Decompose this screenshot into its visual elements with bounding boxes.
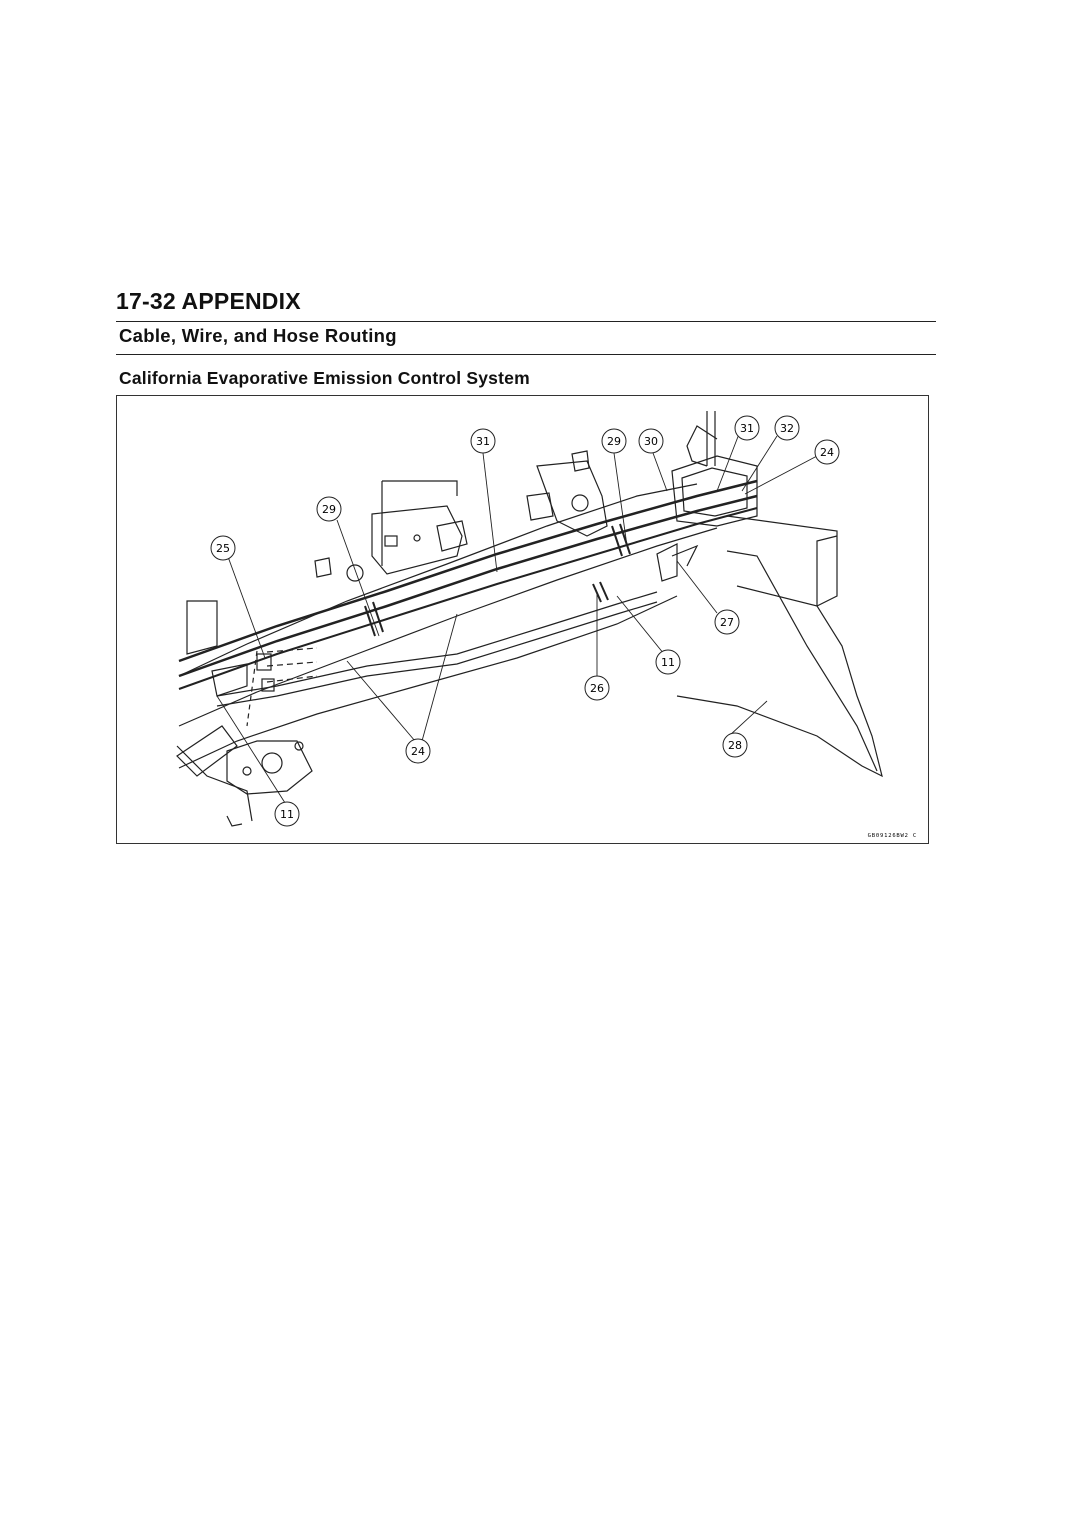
callout-26: 26 <box>584 675 610 701</box>
svg-text:29: 29 <box>322 503 336 516</box>
svg-text:26: 26 <box>590 682 604 695</box>
svg-text:32: 32 <box>780 422 794 435</box>
callout-labels: 31 29 30 31 32 24 29 25 27 11 26 24 28 1… <box>210 415 840 827</box>
callout-31-right: 31 <box>734 415 760 441</box>
callout-27: 27 <box>714 609 740 635</box>
header-rule <box>116 321 936 322</box>
routing-diagram-drawing: 31 29 30 31 32 24 29 25 27 11 26 24 28 1… <box>176 411 917 839</box>
svg-text:31: 31 <box>740 422 754 435</box>
callout-29-top: 29 <box>601 428 627 454</box>
svg-text:24: 24 <box>820 446 834 459</box>
svg-text:27: 27 <box>720 616 734 629</box>
callout-29-left: 29 <box>316 496 342 522</box>
svg-text:31: 31 <box>476 435 490 448</box>
frame-linework <box>176 411 883 827</box>
callout-24-top: 24 <box>814 439 840 465</box>
section-title: Cable, Wire, and Hose Routing <box>119 325 397 346</box>
leader-lines <box>216 433 818 807</box>
figure-title: California Evaporative Emission Control … <box>119 368 530 388</box>
svg-text:11: 11 <box>661 656 675 669</box>
callout-30: 30 <box>638 428 664 454</box>
callout-28: 28 <box>722 732 748 758</box>
callout-25: 25 <box>210 535 236 561</box>
figure-code: GB09126BW2 C <box>868 833 917 839</box>
page-title: 17-32 APPENDIX <box>116 288 301 314</box>
svg-text:25: 25 <box>216 542 230 555</box>
routing-diagram: 31 29 30 31 32 24 29 25 27 11 26 24 28 1… <box>116 395 929 844</box>
svg-text:11: 11 <box>280 808 294 821</box>
svg-text:30: 30 <box>644 435 658 448</box>
callout-11-bottom: 11 <box>274 801 300 827</box>
callout-24-bottom: 24 <box>405 738 431 764</box>
callout-11-right: 11 <box>655 649 681 675</box>
svg-text:24: 24 <box>411 745 425 758</box>
callout-31-top: 31 <box>470 428 496 454</box>
callout-32: 32 <box>774 415 800 441</box>
section-rule <box>116 354 936 355</box>
svg-text:28: 28 <box>728 739 742 752</box>
page-header: 17-32 APPENDIX <box>116 286 936 316</box>
svg-text:29: 29 <box>607 435 621 448</box>
